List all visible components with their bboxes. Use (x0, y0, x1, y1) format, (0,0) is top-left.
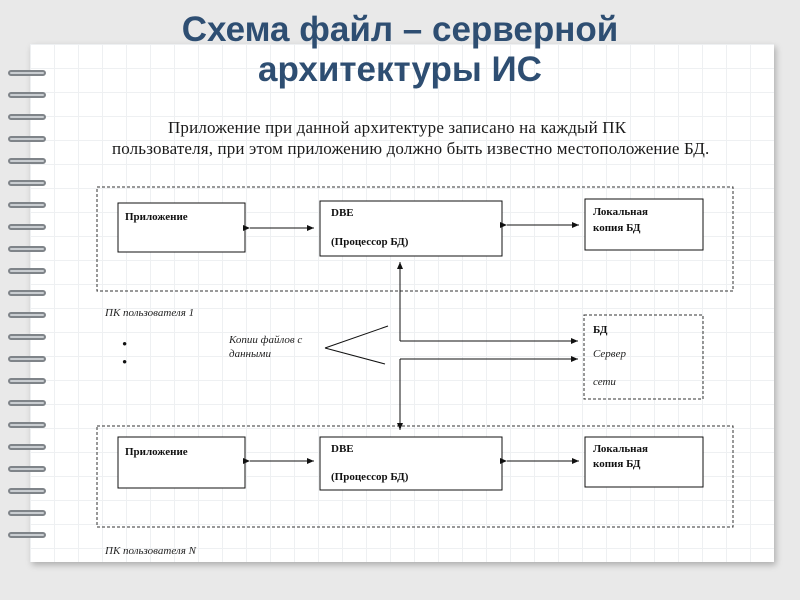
binding-ring (8, 356, 46, 362)
app-label-n: Приложение (125, 446, 188, 458)
binding-ring (8, 532, 46, 538)
binding-ring (8, 422, 46, 428)
caption-user-pc-n: ПК пользователя N (104, 545, 197, 557)
local-copy-label-n: Локальная (593, 443, 648, 455)
binding-ring (8, 92, 46, 98)
dbe-label-1: DBE (331, 207, 354, 219)
intro-paragraph: Приложение при данной архитектуре записа… (112, 118, 710, 158)
local-copy-sublabel-n: копия БД (593, 458, 641, 470)
binding-ring (8, 334, 46, 340)
user-pc-n-container (96, 425, 734, 528)
binding-ring (8, 312, 46, 318)
title-line-1: Схема файл – серверной (181, 10, 619, 49)
binding-ring (8, 158, 46, 164)
ellipsis-bullet: • (122, 337, 127, 353)
binding-ring (8, 466, 46, 472)
dbe-sublabel-n: (Процессор БД) (331, 471, 409, 483)
user-pc-1-container (96, 186, 734, 292)
binding-ring (8, 70, 46, 76)
app-label-1: Приложение (125, 211, 188, 223)
app-box-1 (117, 202, 246, 253)
local-copy-box-1 (584, 198, 704, 251)
local-copy-label-1: Локальная (593, 206, 648, 218)
caption-user-pc-1: ПК пользователя 1 (104, 307, 194, 319)
dbe-sublabel-1: (Процессор БД) (331, 236, 409, 248)
binding-ring (8, 400, 46, 406)
server-label: Сервер (593, 348, 626, 360)
binding-ring (8, 202, 46, 208)
dbe-label-n: DBE (331, 443, 354, 455)
server-network-label: сети (593, 376, 616, 388)
binding-ring (8, 510, 46, 516)
binding-ring (8, 136, 46, 142)
binding-ring (8, 378, 46, 384)
copies-label: Копии файлов с (228, 334, 302, 346)
binding-ring (8, 246, 46, 252)
server-db-label: БД (593, 324, 608, 336)
page-title: Схема файл – серверной архитектуры ИС (0, 10, 800, 90)
binding-ring (8, 444, 46, 450)
binding-ring (8, 224, 46, 230)
binding-ring (8, 180, 46, 186)
title-line-2: архитектуры ИС (258, 50, 542, 89)
binding-ring (8, 488, 46, 494)
copies-sublabel: данными (229, 348, 271, 360)
callout-line-upper (324, 325, 389, 349)
app-box-n (117, 436, 246, 489)
callout-line-lower (324, 347, 386, 365)
dbe-box-n (319, 436, 503, 491)
binding-ring (8, 268, 46, 274)
spiral-binding (8, 70, 52, 560)
local-copy-sublabel-1: копия БД (593, 222, 641, 234)
local-copy-box-n (584, 436, 704, 488)
binding-ring (8, 290, 46, 296)
dbe-box-1 (319, 200, 503, 257)
binding-ring (8, 114, 46, 120)
ellipsis-bullet: • (122, 355, 127, 371)
server-box (583, 314, 704, 400)
